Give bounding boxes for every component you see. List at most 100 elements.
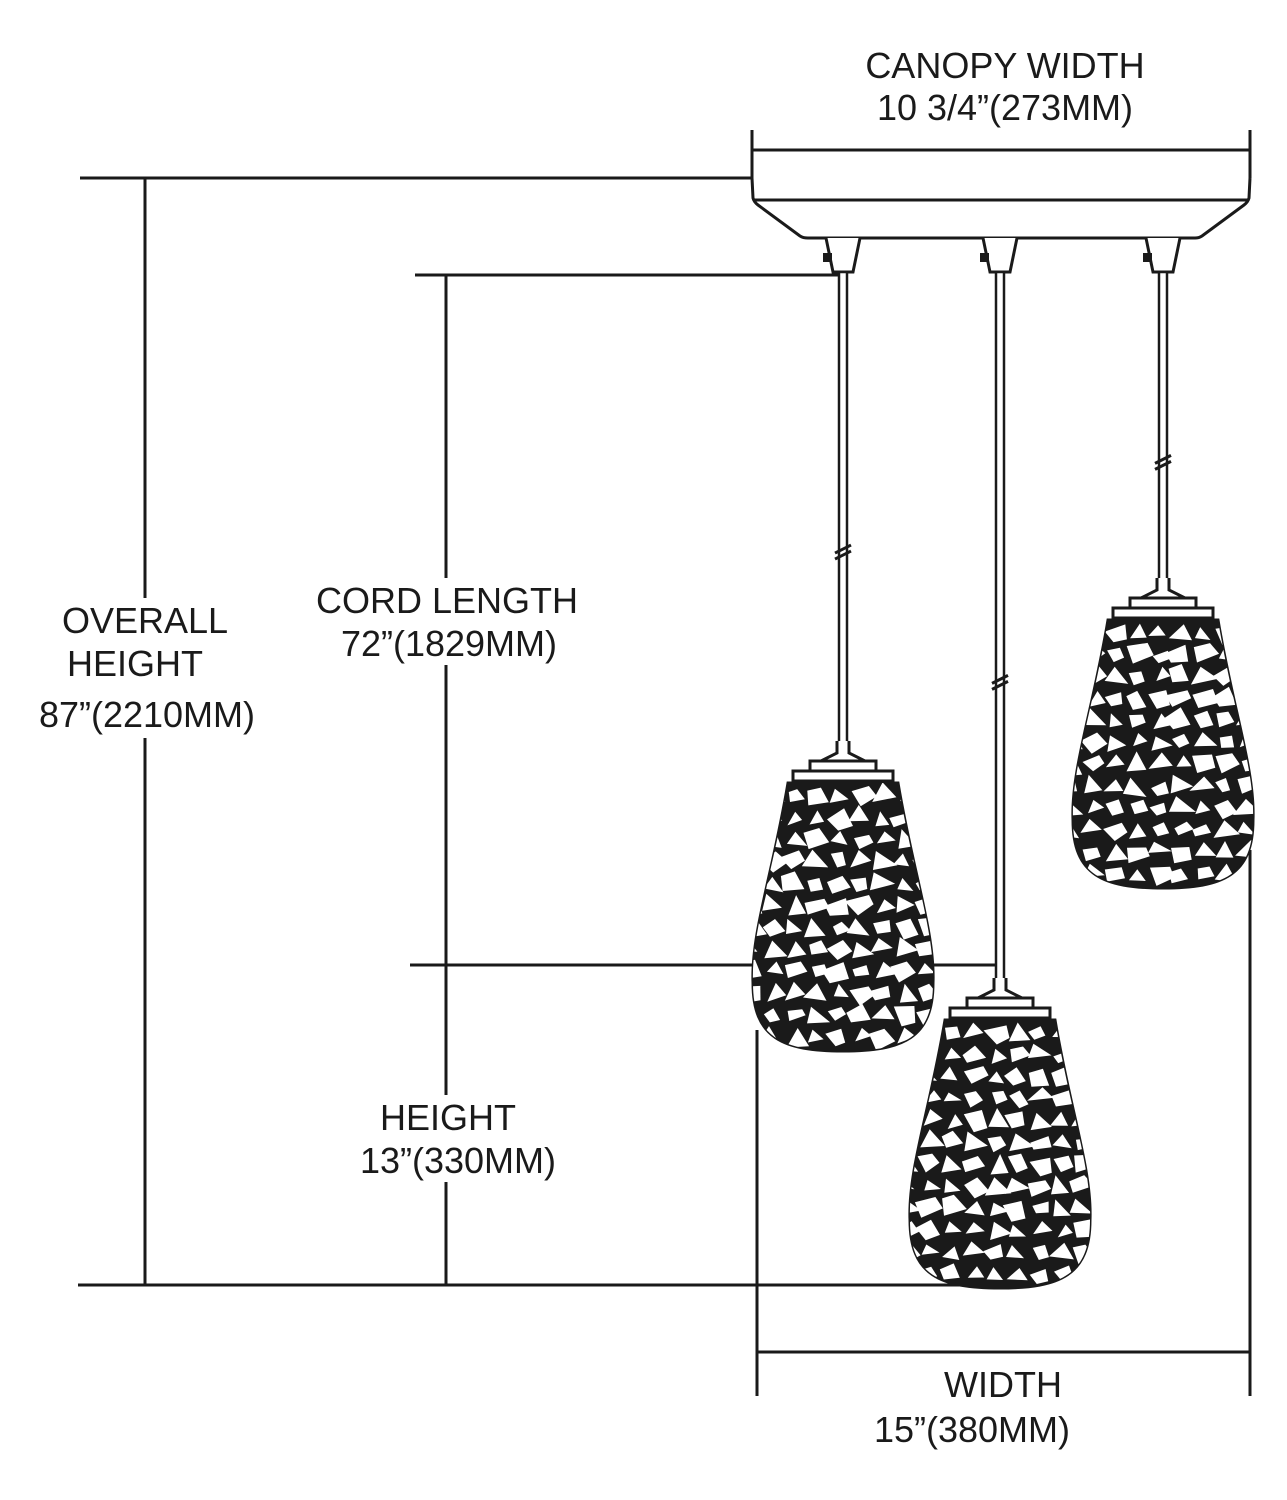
shade-cell (1237, 821, 1254, 835)
shade-cell (1072, 708, 1086, 728)
shade-cell (1152, 822, 1170, 837)
shade-cell (752, 789, 757, 803)
shade-cell (1009, 1133, 1035, 1152)
shade-cell (1088, 799, 1105, 814)
shade-cell (917, 1043, 937, 1061)
shade-cell (1130, 623, 1147, 639)
shade-cell (1004, 1067, 1026, 1086)
pendants (751, 237, 1255, 1290)
shade-cell (752, 851, 759, 873)
shade-cell (855, 1027, 872, 1042)
shade-cell (1156, 666, 1171, 681)
shade-cell (784, 981, 806, 1001)
cord-wrap (1154, 454, 1172, 471)
shade-cell (941, 1130, 964, 1148)
shade-cell (1107, 647, 1125, 663)
shade-cell (804, 918, 826, 938)
shade-cell (833, 983, 849, 998)
shade-cell (983, 1244, 1004, 1260)
shade-cell (986, 1267, 1003, 1280)
shade-cell (787, 1009, 806, 1021)
shade-cell (766, 961, 784, 975)
shade-cell (869, 1028, 896, 1051)
shade-cell (1008, 1224, 1026, 1237)
dimension-lines (78, 130, 1252, 1396)
shade-cell (1027, 1043, 1052, 1059)
pendant-3 (1071, 237, 1255, 890)
shade-cell (1072, 620, 1080, 637)
shade-cell (1194, 627, 1211, 640)
shade-cell (909, 1221, 920, 1237)
shade-cell (1151, 736, 1173, 751)
shade-cell (897, 878, 914, 891)
shade-cell (851, 786, 877, 807)
shade-cell (965, 1222, 985, 1234)
shade-cell (1122, 777, 1147, 797)
shade-cell (1053, 1199, 1071, 1217)
shade-cell (1049, 1242, 1074, 1260)
shade-cell (941, 1155, 962, 1173)
shade-cell (909, 1067, 924, 1086)
shade-cell (1168, 664, 1189, 683)
shade-cell (1105, 843, 1129, 862)
shade-cell (1190, 666, 1219, 685)
shade-cell (990, 1221, 1012, 1240)
width-value: 15”(380MM) (874, 1409, 1070, 1450)
shade-cell (1195, 800, 1211, 815)
shade-cell (1053, 1155, 1074, 1173)
shade-cell (896, 896, 915, 913)
shade-cell (1192, 754, 1216, 773)
shade-cell (899, 983, 919, 1003)
shade-cell (962, 1241, 985, 1256)
shade-cell (1072, 690, 1080, 706)
shade-cell (846, 918, 870, 936)
shade-cell (1004, 1111, 1025, 1129)
shade-cell (1153, 713, 1171, 730)
shade-cell (1219, 735, 1235, 748)
shade-cell (991, 1048, 1008, 1064)
height-value: 13”(330MM) (360, 1140, 556, 1181)
height-title: HEIGHT (380, 1097, 516, 1138)
shade-cell (967, 1266, 985, 1278)
shade-cell (1104, 624, 1127, 643)
shade-cell (763, 1008, 781, 1023)
shade-cell (1194, 732, 1218, 747)
shade-cell (1050, 1111, 1069, 1126)
cord-length-value: 72”(1829MM) (341, 623, 557, 664)
socket-screw (1143, 253, 1152, 262)
shade-cell (939, 1263, 960, 1280)
shade-cell (807, 1006, 831, 1024)
shade-cell (916, 785, 934, 803)
shade-cell (1128, 671, 1145, 686)
shade-cell (1104, 867, 1125, 882)
shade-cell (1109, 713, 1123, 728)
shade-cell (890, 961, 916, 983)
shade-cell (897, 1027, 916, 1044)
shade-cell (992, 1090, 1008, 1105)
shade-cell (846, 1003, 871, 1023)
shade-cell (1239, 688, 1254, 705)
shade-cell (1075, 1043, 1091, 1060)
shade-cell (825, 898, 849, 916)
shade-cell (1194, 842, 1217, 856)
shade-cell (1029, 1269, 1049, 1284)
shade-cell (909, 1045, 914, 1057)
canopy (750, 177, 1252, 240)
shade-cell (1010, 1046, 1031, 1063)
shade-cell (1215, 753, 1240, 774)
shade-cell (1168, 624, 1192, 641)
shade-cell (807, 1029, 824, 1043)
shade-cell (852, 965, 870, 977)
shade-cell (1215, 841, 1234, 858)
shade-cell (869, 872, 896, 891)
shade-cap (977, 978, 1023, 1000)
shade-cell (1057, 1224, 1073, 1238)
shade-cell (871, 1005, 895, 1020)
shade-cell (829, 788, 849, 803)
shade-cell (1028, 1026, 1046, 1040)
shade-cell (1193, 643, 1220, 663)
canopy-width-title: CANOPY WIDTH (865, 45, 1144, 86)
shade-cell (1151, 781, 1169, 796)
shade-cell (786, 918, 803, 934)
